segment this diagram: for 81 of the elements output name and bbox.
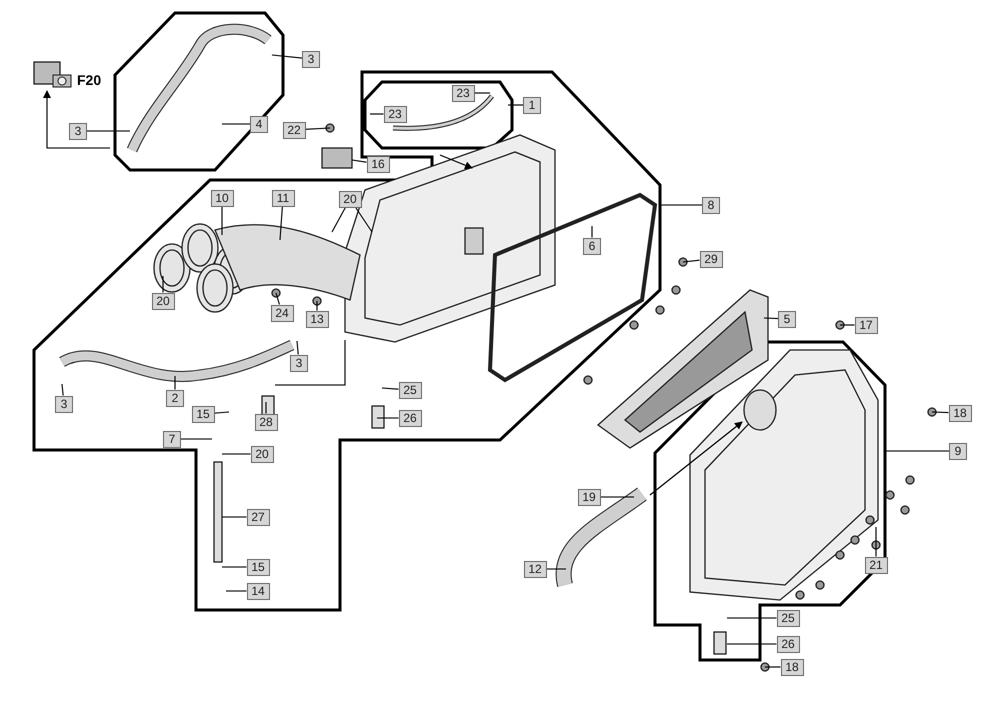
callout-number: 24 bbox=[270, 304, 294, 322]
leader-line bbox=[222, 453, 250, 455]
callout-number: 17 bbox=[854, 316, 878, 334]
callout-number: 23 bbox=[384, 106, 406, 122]
leader-line bbox=[546, 568, 566, 570]
callout-number: 2 bbox=[166, 390, 184, 406]
callout-number: 12 bbox=[524, 560, 546, 578]
callout-number: 25 bbox=[398, 382, 422, 398]
callout-number: 14 bbox=[246, 582, 270, 600]
part-reference: F20 bbox=[77, 72, 102, 88]
leader-line bbox=[355, 207, 372, 232]
leader-line bbox=[296, 340, 299, 355]
leader-line bbox=[591, 226, 593, 238]
leader-line bbox=[600, 496, 634, 498]
callout-number: 16 bbox=[366, 156, 390, 172]
leader-line bbox=[272, 54, 302, 59]
leader-line bbox=[275, 292, 280, 305]
leader-line bbox=[886, 450, 949, 452]
callout-number: 4 bbox=[250, 116, 268, 132]
leader-line bbox=[682, 260, 700, 263]
callout-number: 22 bbox=[282, 122, 306, 138]
callout-number: 6 bbox=[583, 238, 601, 254]
leader-line bbox=[932, 411, 949, 414]
leader-line bbox=[181, 438, 212, 440]
leader-line bbox=[279, 206, 283, 240]
leader-line bbox=[765, 666, 780, 668]
callout-number: 8 bbox=[702, 196, 720, 214]
callout-number: 20 bbox=[152, 292, 174, 310]
callout-number: 5 bbox=[778, 310, 796, 328]
leader-line bbox=[214, 411, 230, 414]
callout-number: 1 bbox=[523, 96, 541, 114]
leader-line bbox=[875, 527, 877, 556]
leader-line bbox=[474, 92, 490, 94]
callout-number: 18 bbox=[780, 658, 804, 676]
leader-line bbox=[222, 123, 250, 125]
callout-number: 3 bbox=[290, 354, 308, 372]
leader-line bbox=[660, 204, 702, 206]
leader-line bbox=[332, 207, 346, 232]
callout-number: 18 bbox=[948, 404, 972, 422]
callout-number: 7 bbox=[163, 430, 181, 448]
leader-line bbox=[222, 566, 246, 568]
callout-number: 3 bbox=[69, 122, 87, 140]
leader-line bbox=[727, 617, 776, 619]
leader-line bbox=[352, 159, 367, 163]
leader-line bbox=[840, 324, 854, 326]
leader-line bbox=[764, 317, 778, 320]
arrow bbox=[43, 90, 110, 149]
callout-number: 26 bbox=[398, 410, 422, 426]
callout-number: 29 bbox=[700, 250, 722, 268]
leader-line bbox=[382, 387, 399, 390]
leader-line bbox=[316, 301, 318, 310]
callout-number: 27 bbox=[246, 508, 270, 526]
callout-number: 15 bbox=[192, 406, 214, 422]
leader-line bbox=[221, 206, 223, 235]
callout-number: 20 bbox=[250, 446, 274, 462]
callout-number: 10 bbox=[210, 190, 234, 206]
callout-number: 20 bbox=[338, 190, 362, 208]
callout-number: 11 bbox=[272, 190, 294, 206]
leader-line bbox=[265, 402, 267, 414]
leader-line bbox=[162, 276, 164, 292]
leader-line bbox=[727, 643, 776, 645]
callout-number: 28 bbox=[254, 414, 278, 430]
callout-number: 3 bbox=[302, 50, 320, 68]
callout-number: 15 bbox=[246, 558, 270, 576]
callout-number: 3 bbox=[55, 396, 73, 412]
callout-number: 21 bbox=[864, 556, 888, 574]
leader-line bbox=[87, 130, 130, 132]
leader-line bbox=[61, 384, 64, 396]
leader-line bbox=[305, 127, 330, 130]
callout-number: 9 bbox=[949, 442, 967, 460]
leader-line bbox=[377, 417, 398, 419]
leader-line bbox=[174, 376, 176, 390]
callout-number: 13 bbox=[306, 310, 328, 328]
leader-line bbox=[222, 516, 246, 518]
leader-line bbox=[370, 113, 384, 115]
callout-number: 23 bbox=[452, 84, 474, 102]
leader-line bbox=[226, 590, 246, 592]
callout-number: 19 bbox=[578, 488, 600, 506]
callout-number: 25 bbox=[776, 610, 800, 626]
callout-number: 26 bbox=[776, 636, 800, 652]
leader-line bbox=[508, 104, 523, 106]
